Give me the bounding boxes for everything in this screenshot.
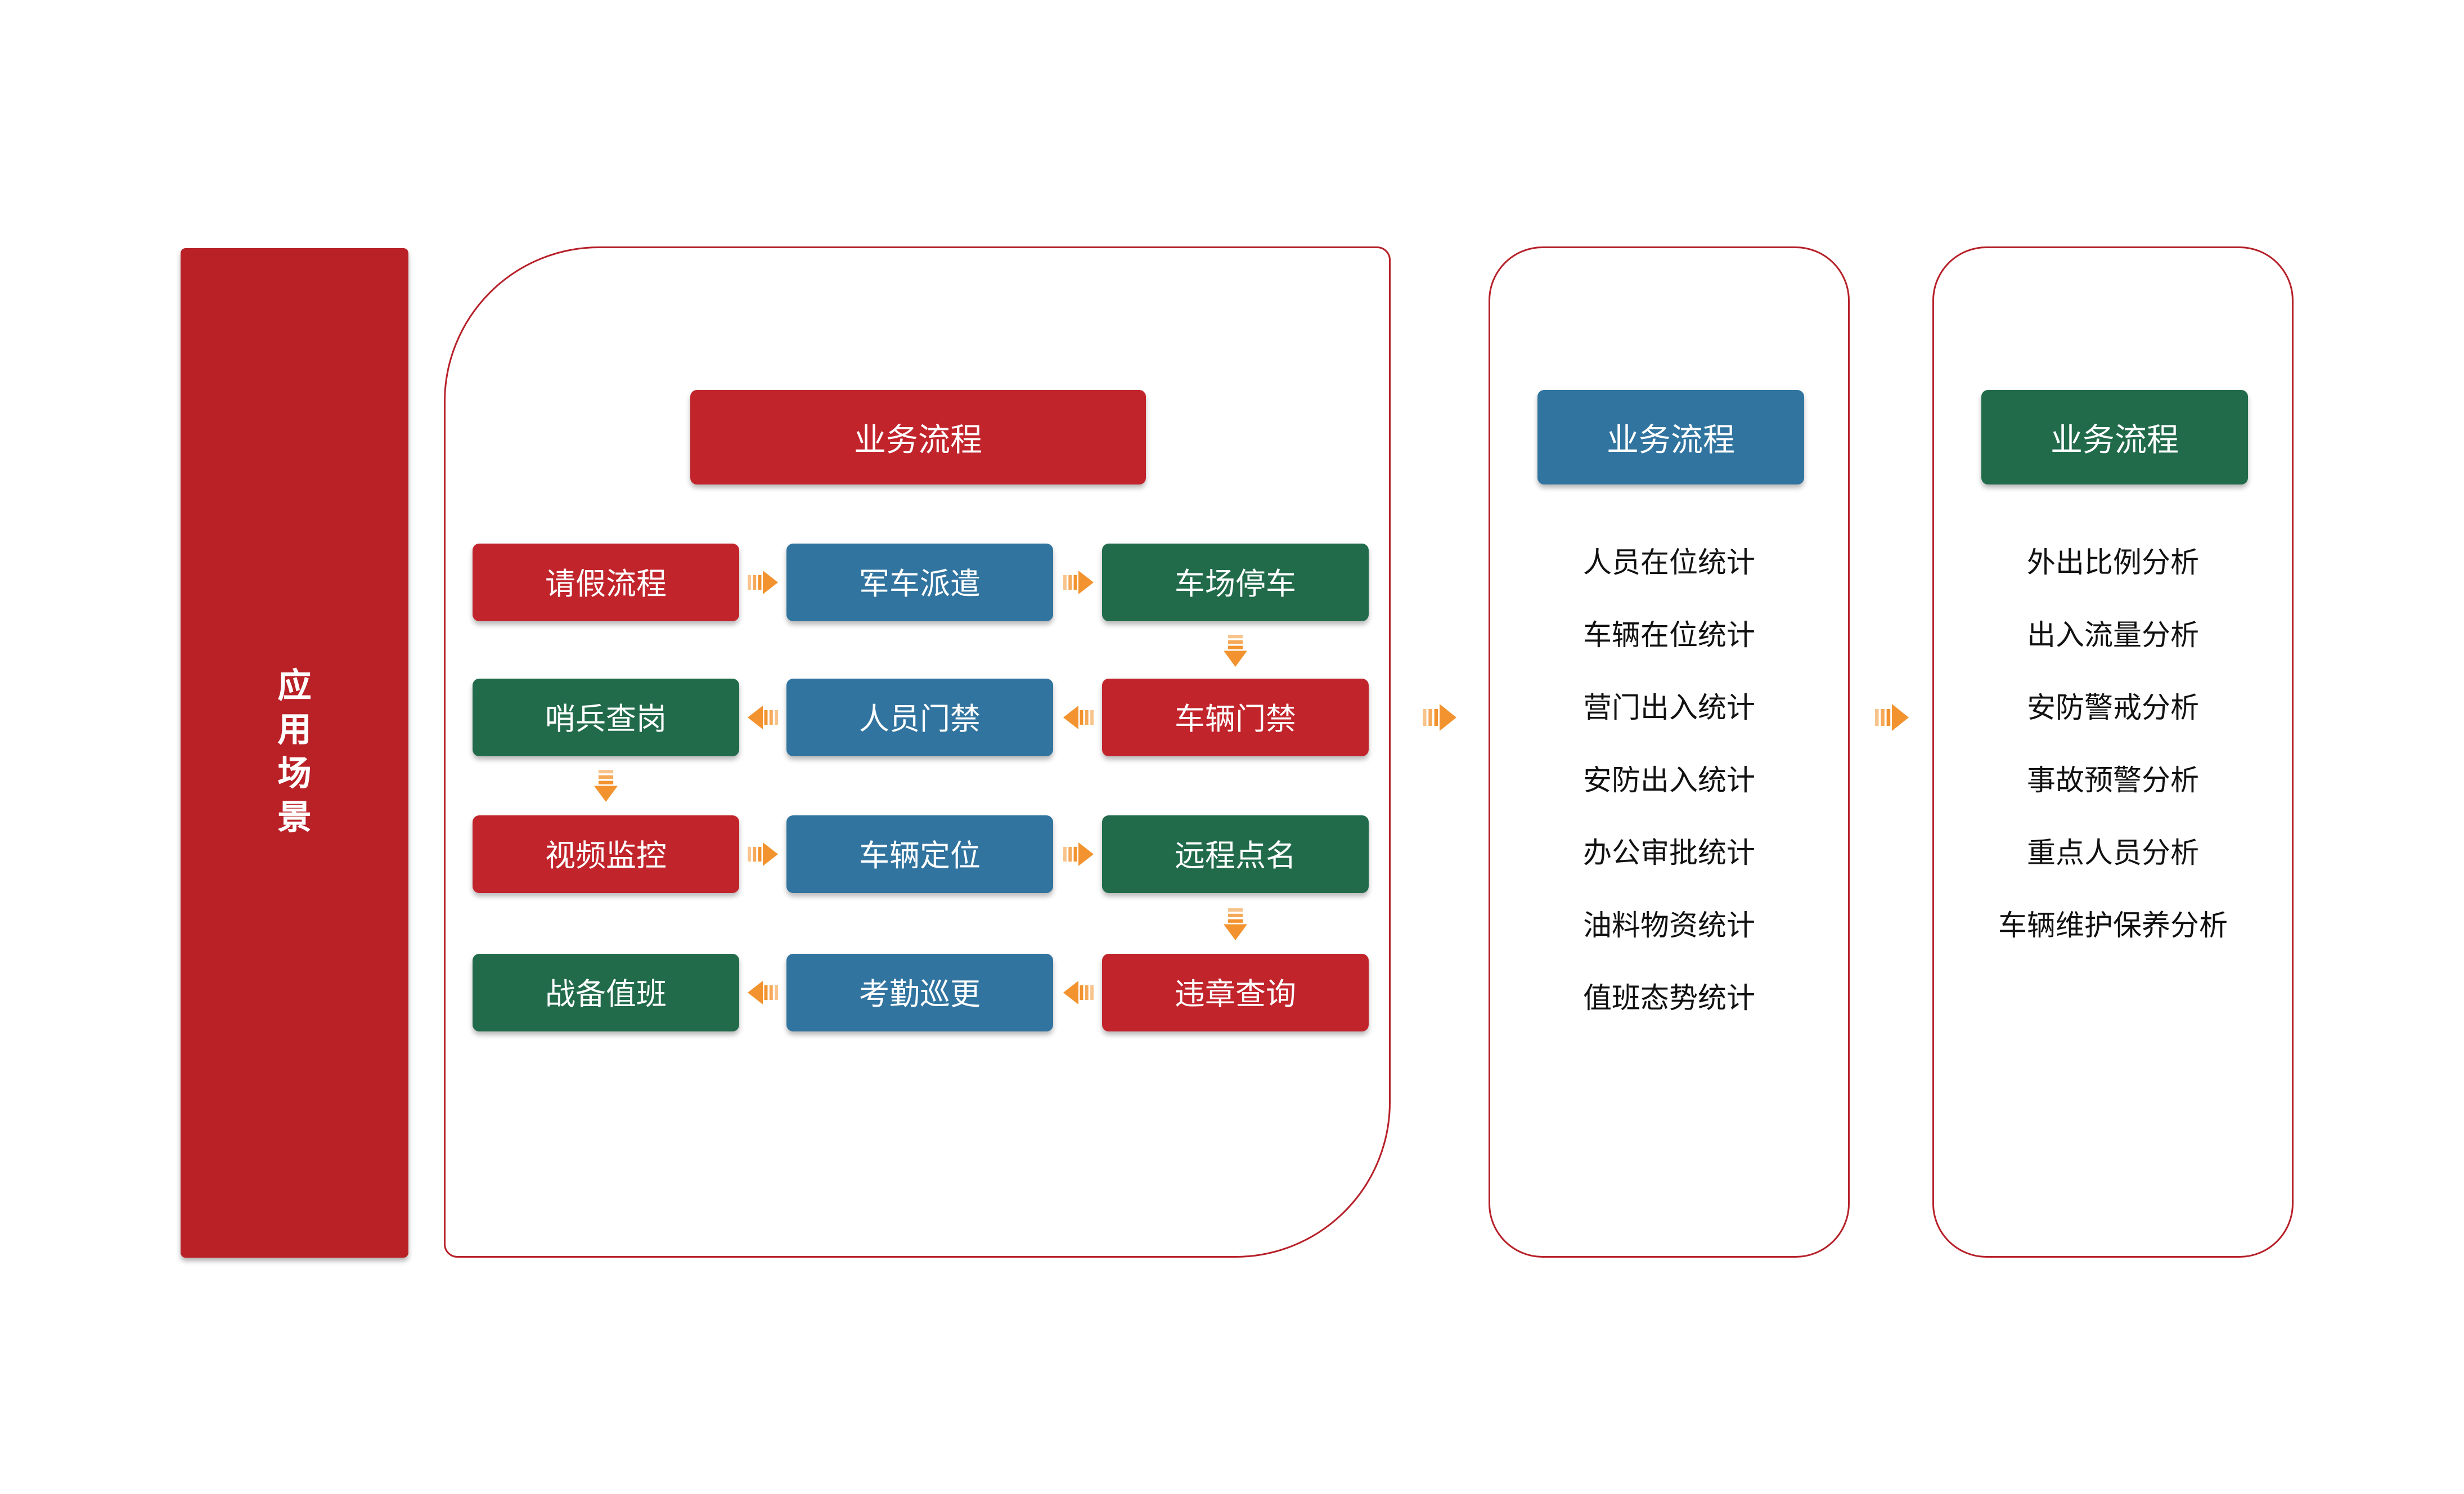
analysis-item: 出入流量分析	[2027, 620, 2199, 652]
analysis-panel: 业务流程 外出比例分析出入流量分析安防警戒分析事故预警分析重点人员分析车辆维护保…	[1932, 246, 2294, 1258]
analysis-item: 车辆维护保养分析	[1998, 910, 2228, 942]
flow-arrow-right-icon	[748, 571, 778, 594]
flow-step-box: 人员门禁	[786, 679, 1053, 756]
flow-arrow-down-icon	[1224, 907, 1247, 940]
flow-step-box: 车场停车	[1102, 544, 1369, 621]
flow-arrow-right-icon	[1062, 571, 1093, 594]
statistics-item: 办公审批统计	[1583, 837, 1755, 869]
flow-step-box: 请假流程	[473, 544, 739, 621]
analysis-list: 外出比例分析出入流量分析安防警戒分析事故预警分析重点人员分析车辆维护保养分析	[1934, 523, 2292, 959]
flow-step-box: 车辆定位	[786, 815, 1053, 893]
flow-arrow-left-icon	[1062, 981, 1093, 1004]
statistics-list: 人员在位统计车辆在位统计营门出入统计安防出入统计办公审批统计油料物资统计值班态势…	[1490, 523, 1848, 1031]
flow-step-box: 哨兵查岗	[473, 679, 739, 756]
statistics-header: 业务流程	[1537, 390, 1804, 484]
statistics-item: 车辆在位统计	[1583, 620, 1755, 652]
statistics-item: 值班态势统计	[1583, 982, 1755, 1015]
flow-step-box: 远程点名	[1102, 815, 1369, 893]
flow-arrow-left-icon	[1062, 706, 1093, 729]
flow-step-box: 视频监控	[473, 815, 739, 893]
statistics-panel: 业务流程 人员在位统计车辆在位统计营门出入统计安防出入统计办公审批统计油料物资统…	[1489, 246, 1850, 1258]
flow-arrow-left-icon	[748, 706, 778, 729]
statistics-item: 油料物资统计	[1583, 910, 1755, 942]
flow-step-box: 违章查询	[1102, 954, 1369, 1031]
flow-arrow-right-icon	[748, 842, 778, 866]
flow-arrow-down-icon	[1224, 634, 1247, 666]
analysis-item: 事故预警分析	[2027, 765, 2199, 797]
flow-step-box: 军车派遣	[786, 544, 1053, 621]
application-scenario-label: 应 用 场 景	[277, 669, 312, 837]
analysis-item: 安防警戒分析	[2027, 692, 2199, 724]
flow-arrow-right-icon	[1062, 842, 1093, 866]
flow-step-box: 车辆门禁	[1102, 679, 1369, 756]
analysis-item: 外出比例分析	[2027, 547, 2199, 579]
statistics-item: 安防出入统计	[1583, 765, 1755, 797]
panel-connector-arrow-icon	[1423, 703, 1456, 730]
flow-step-box: 战备值班	[473, 954, 739, 1031]
flow-arrow-down-icon	[594, 770, 618, 802]
business-process-panel: 业务流程 请假流程军车派遣车场停车哨兵查岗人员门禁车辆门禁视频监控车辆定位远程点…	[444, 246, 1391, 1258]
analysis-header: 业务流程	[1981, 390, 2248, 484]
statistics-item: 营门出入统计	[1583, 692, 1755, 724]
panel-connector-arrow-icon	[1874, 703, 1908, 730]
business-process-header: 业务流程	[690, 390, 1146, 484]
flow-step-box: 考勤巡更	[786, 954, 1053, 1031]
analysis-item: 重点人员分析	[2027, 837, 2199, 869]
flow-arrow-left-icon	[748, 981, 778, 1004]
application-scenario-bar: 应 用 场 景	[181, 248, 408, 1258]
statistics-item: 人员在位统计	[1583, 547, 1755, 579]
